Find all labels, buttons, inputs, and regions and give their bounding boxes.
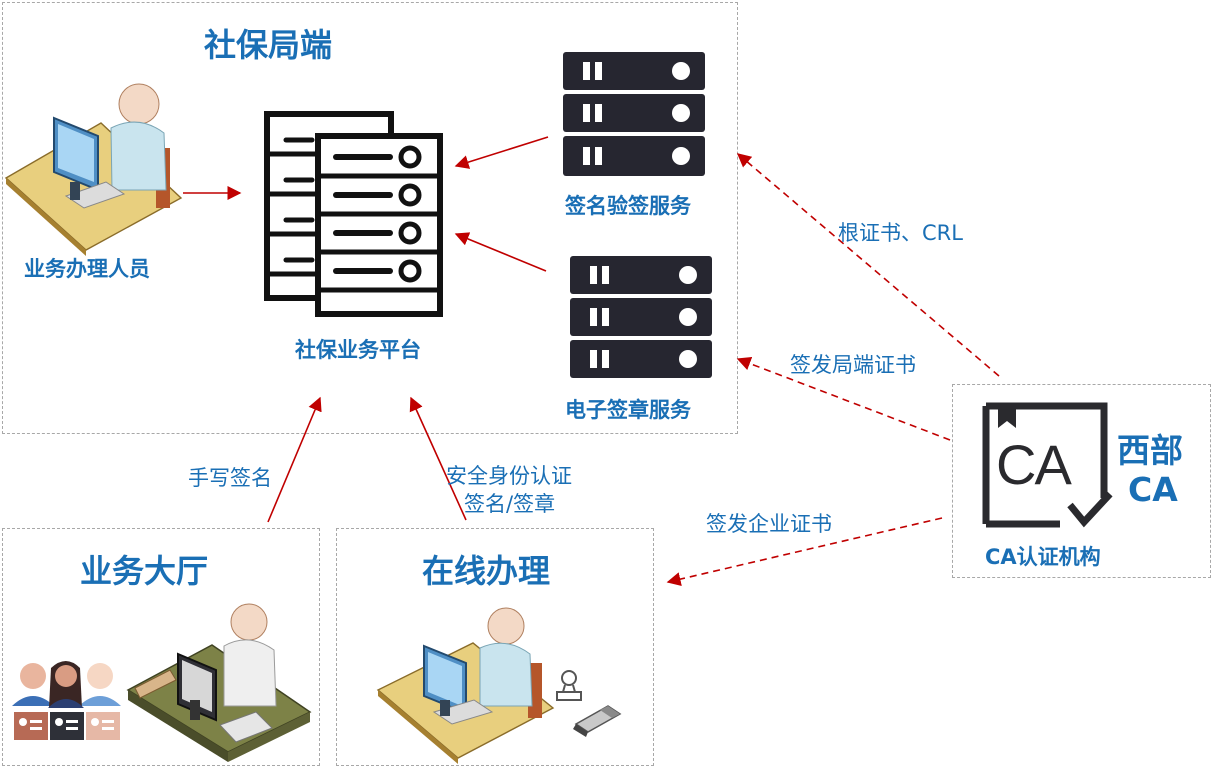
ca-name-line2: CA — [1128, 470, 1178, 509]
eseal-to-platform-arrow — [454, 232, 547, 272]
bureau-title: 社保局端 — [204, 26, 333, 64]
issue-bureau-cert-label: 签发局端证书 — [790, 353, 916, 377]
ca-logo-text: CA — [996, 433, 1072, 496]
root-cert-label: 根证书、CRL — [838, 221, 963, 245]
bureau-zone — [2, 2, 738, 434]
hall-zone — [2, 528, 320, 766]
operator-label: 业务办理人员 — [24, 257, 150, 281]
issue-enterprise-cert-label: 签发企业证书 — [706, 512, 832, 536]
online-title: 在线办理 — [422, 552, 551, 590]
ca-org-label: CA认证机构 — [985, 545, 1101, 569]
ca-to-signverify-arrow — [736, 153, 1000, 377]
online-to-platform-arrow — [409, 396, 467, 521]
ca-to-online-arrow — [666, 517, 943, 586]
ca-zone — [952, 384, 1211, 578]
ca-to-eseal-arrow — [736, 356, 951, 441]
auth-label-line1: 安全身份认证 — [446, 464, 572, 488]
platform-label: 社保业务平台 — [295, 338, 421, 362]
auth-label-line2: 签名/签章 — [464, 492, 556, 516]
hall-to-platform-arrow — [267, 396, 322, 523]
hall-title: 业务大厅 — [80, 552, 209, 590]
signverify-to-platform-arrow — [454, 136, 549, 169]
handwriting-label: 手写签名 — [188, 466, 272, 490]
ca-name-line1: 西部 — [1117, 431, 1183, 470]
e-seal-label: 电子签章服务 — [565, 398, 691, 422]
sign-verify-label: 签名验签服务 — [565, 194, 691, 218]
online-zone — [336, 528, 654, 766]
